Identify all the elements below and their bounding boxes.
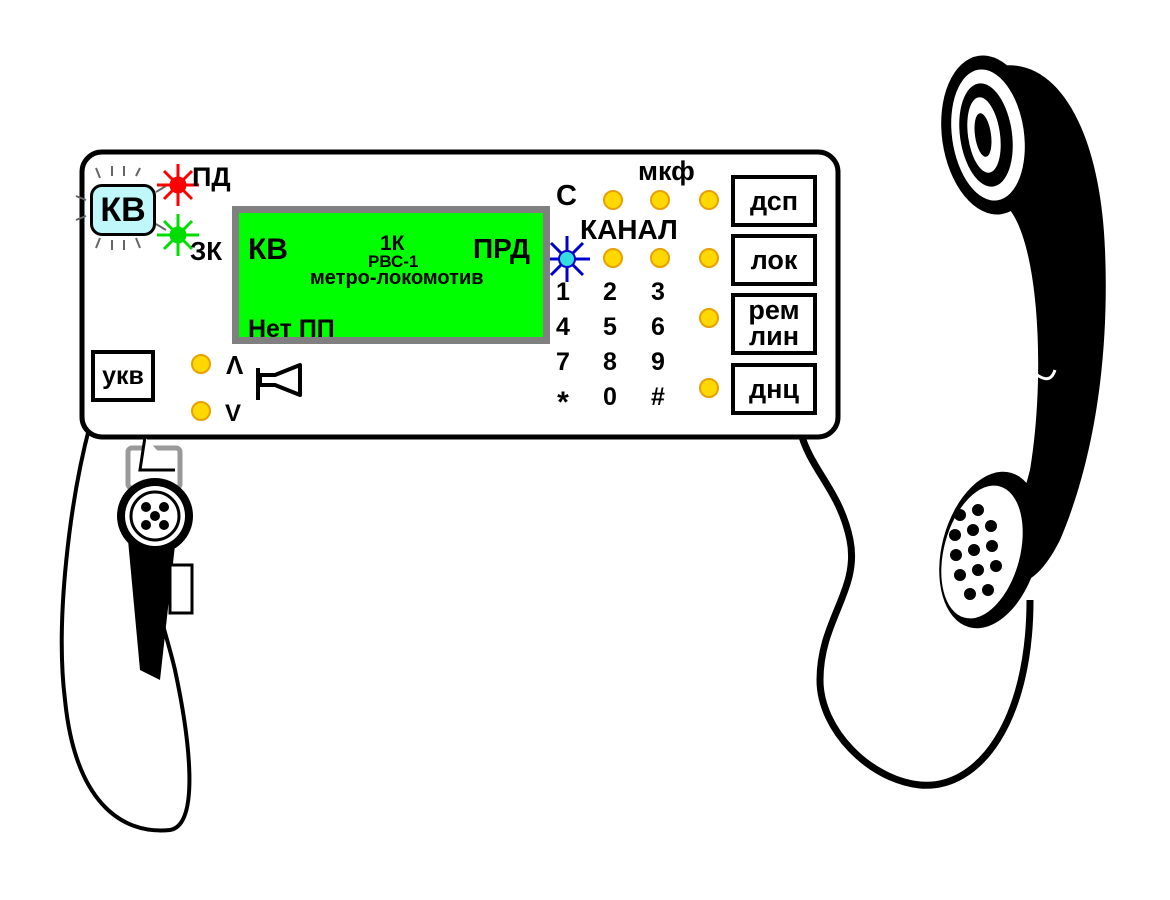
lok-button[interactable]: лок (731, 234, 817, 286)
microphone-icon (117, 478, 194, 680)
dnc-led[interactable] (699, 378, 719, 398)
key-3[interactable]: 3 (651, 278, 665, 306)
key-8[interactable]: 8 (603, 348, 617, 376)
key-4[interactable]: 4 (556, 313, 570, 341)
kv-mode-badge: КВ (90, 184, 156, 236)
dsp-button[interactable]: дсп (731, 175, 817, 227)
c-label: С (556, 180, 577, 212)
microphone-cord (59, 424, 192, 833)
key-9[interactable]: 9 (651, 348, 665, 376)
dnc-button[interactable]: днц (731, 363, 817, 415)
key-2[interactable]: 2 (603, 278, 617, 306)
key-7[interactable]: 7 (556, 348, 570, 376)
rem-lin-led[interactable] (699, 308, 719, 328)
lcd-band: КВ (248, 233, 288, 266)
key-0[interactable]: 0 (603, 383, 617, 411)
volume-up-arrow[interactable]: Λ (226, 350, 244, 380)
zk-led-icon (157, 214, 199, 256)
kv-badge-glow (75, 166, 167, 250)
telephone-handset-icon (939, 55, 1106, 629)
handset-cord (796, 429, 1034, 789)
pd-led-icon (157, 164, 199, 206)
c-led[interactable] (603, 190, 623, 210)
pd-label: ПД (192, 162, 231, 192)
rem-label: рем (748, 295, 800, 326)
channel-label: КАНАЛ (580, 214, 678, 245)
lcd-tx-state: ПРД (473, 233, 530, 264)
lin-label: лин (748, 321, 800, 351)
lok-led[interactable] (699, 248, 719, 268)
zk-label: ЗК (190, 236, 223, 266)
lcd-model: РВС-1 (368, 252, 419, 271)
lcd-status: Нет ПП (248, 315, 335, 343)
key-6[interactable]: 6 (651, 313, 665, 341)
dsp-led[interactable] (699, 190, 719, 210)
channel-led-2[interactable] (650, 248, 670, 268)
mkf-label: мкф (638, 156, 695, 186)
key-hash[interactable]: # (651, 383, 665, 411)
lcd-network: метро-локомотив (310, 267, 484, 289)
lcd-display: КВ 1К РВС-1 метро-локомотив ПРД Нет ПП (232, 206, 550, 344)
tx-led-icon (544, 236, 590, 282)
volume-down-led[interactable] (191, 401, 211, 421)
volume-up-led[interactable] (191, 354, 211, 374)
lcd-channel: 1К (380, 232, 405, 255)
volume-down-arrow[interactable]: V (225, 400, 242, 427)
ukv-button[interactable]: укв (91, 350, 155, 402)
rem-lin-button[interactable]: рем лин (731, 293, 817, 355)
key-5[interactable]: 5 (603, 313, 617, 341)
mkf-led[interactable] (650, 190, 670, 210)
key-1[interactable]: 1 (556, 278, 570, 306)
key-star[interactable]: * (557, 386, 569, 419)
channel-led-1[interactable] (603, 248, 623, 268)
